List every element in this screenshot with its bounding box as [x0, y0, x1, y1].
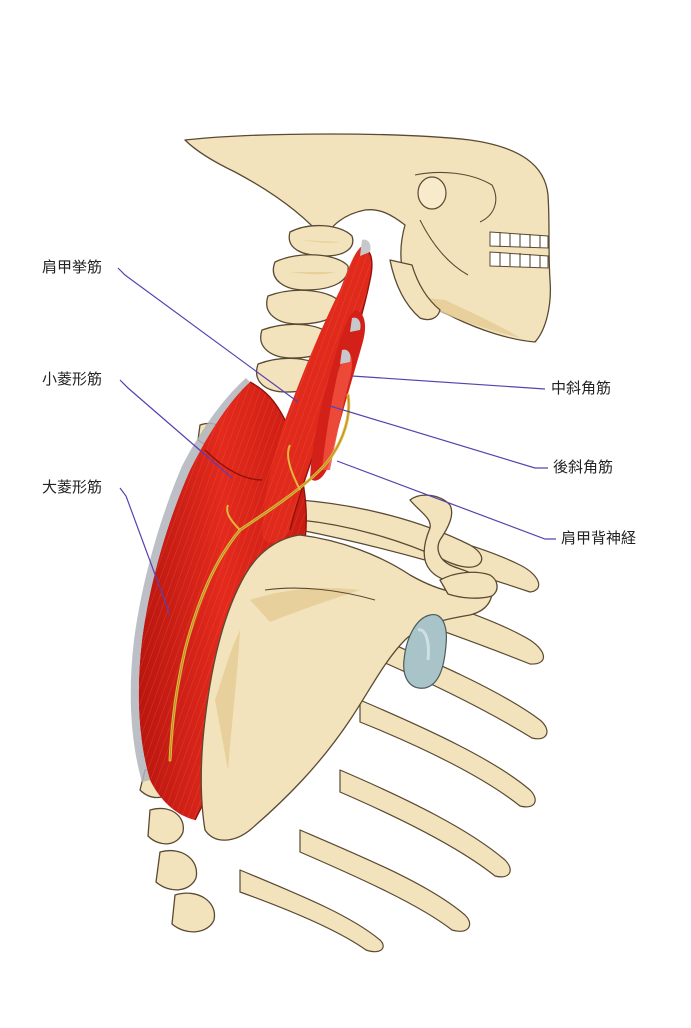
dorsal-scapular-nerve [168, 393, 351, 762]
leader-middle-scalene [351, 375, 546, 390]
leader-rhomboid-major [119, 487, 171, 616]
leader-levator-scapulae [117, 267, 299, 403]
skull [184, 133, 552, 343]
label-rhomboid-major: 大菱形筋 [42, 478, 103, 496]
leader-dorsal-scapular-nerve [336, 460, 556, 540]
teeth [489, 231, 549, 269]
leader-rhomboid-minor [119, 379, 233, 479]
label-posterior-scalene: 後斜角筋 [553, 458, 614, 476]
scalene-muscles [310, 239, 371, 481]
scapula [200, 534, 498, 841]
levator-scapulae [262, 245, 373, 544]
label-levator-scapulae: 肩甲挙筋 [42, 258, 103, 276]
label-dorsal-scapular-nerve: 肩甲背神経 [561, 529, 637, 547]
label-middle-scalene: 中斜角筋 [551, 379, 612, 397]
label-rhomboid-minor: 小菱形筋 [42, 370, 103, 388]
leader-lines [117, 267, 556, 616]
leader-posterior-scalene [329, 405, 548, 469]
